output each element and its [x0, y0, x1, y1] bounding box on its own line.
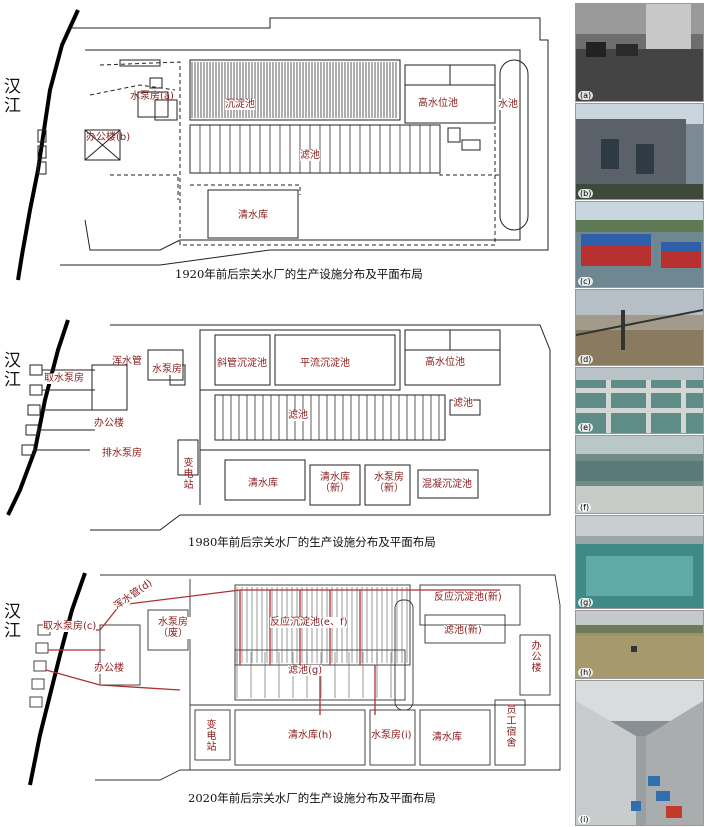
photo-a: (a) [575, 3, 704, 102]
plan-2020-drawing [28, 572, 561, 786]
label-clear-water-new: 清水库（新） [320, 472, 350, 494]
label-sedimentation: 沉淀池 [225, 99, 255, 110]
photo-f: (f) [575, 435, 704, 514]
river-label: 汉江 [4, 77, 21, 116]
label-coagulation: 混凝沉淀池 [422, 479, 472, 490]
label-reaction-sed: 反应沉淀池(e、f) [270, 617, 348, 628]
label-pump-house: 水泵房(a) [130, 91, 174, 102]
plan-1920-drawing [16, 9, 549, 281]
label-office-right: 办公楼 [531, 641, 542, 674]
label-pump-house-new: 水泵房（新） [374, 472, 404, 494]
label-water-tank: 水池 [498, 99, 518, 110]
label-clear-water: 清水库 [432, 732, 462, 743]
photo-label: (a) [578, 91, 594, 100]
label-small-filter: 滤池 [453, 398, 473, 409]
plan-2020: 汉江 取水泵房(c) 浑水管(d) 水泵房（废） 办公楼 反应沉淀池(e、f) … [0, 565, 565, 827]
label-office: 办公楼 [94, 418, 124, 429]
label-reaction-sed-new: 反应沉淀池(新) [434, 592, 502, 603]
river-label: 汉江 [4, 602, 21, 641]
photo-label: (h) [578, 668, 594, 677]
label-clear-water-h: 清水库(h) [288, 730, 333, 741]
caption-1920: 1920年前后宗关水厂的生产设施分布及平面布局 [175, 267, 423, 281]
label-clear-water: 清水库 [248, 478, 278, 489]
photo-label: (f) [578, 503, 592, 512]
label-pump-house-i: 水泵房(i) [371, 730, 412, 741]
label-clear-water: 清水库 [238, 210, 268, 221]
label-substation: 变电站 [183, 458, 194, 491]
plan-1980: 汉江 取水泵房 浑水管 水泵房 办公楼 排水泵房 变电站 斜管沉淀池 平流沉淀池… [0, 290, 565, 555]
label-drain-pump: 排水泵房 [102, 448, 142, 459]
river-label: 汉江 [4, 351, 21, 390]
label-pump-house: 水泵房 [152, 364, 182, 375]
photo-label: (e) [578, 423, 594, 432]
label-filter-g: 滤池(g) [288, 665, 323, 676]
photo-d: (d) [575, 289, 704, 366]
caption-2020: 2020年前后宗关水厂的生产设施分布及平面布局 [188, 791, 436, 805]
label-filter-new: 滤池(新) [444, 625, 482, 636]
label-pump-house-old: 水泵房（废） [153, 617, 193, 639]
photo-h: (h) [575, 610, 704, 679]
label-intake-pump: 取水泵房(c) [43, 621, 97, 632]
plan-1920: 汉江 水泵房(a) 办公楼(b) 沉淀池 高水位池 水池 滤池 清水库 1920… [0, 0, 565, 285]
label-intake-pump: 取水泵房 [44, 373, 84, 384]
photo-c: (c) [575, 201, 704, 288]
label-office: 办公楼 [94, 663, 124, 674]
plan-1980-drawing [6, 319, 551, 531]
label-office: 办公楼(b) [86, 132, 131, 143]
photo-e: (e) [575, 367, 704, 434]
label-substation: 变电站 [206, 720, 217, 753]
photo-label: (i) [578, 815, 591, 824]
label-drain-pipe: 浑水管 [112, 356, 142, 367]
photo-i: (i) [575, 680, 704, 826]
label-filter: 滤池 [300, 150, 320, 161]
photo-label: (c) [578, 277, 593, 286]
photo-label: (d) [578, 355, 594, 364]
label-horizontal-flow: 平流沉淀池 [300, 358, 350, 369]
label-high-tank: 高水位池 [418, 98, 458, 109]
photo-g: (g) [575, 515, 704, 609]
label-filter: 滤池 [288, 410, 308, 421]
label-inclined-tube: 斜管沉淀池 [217, 358, 267, 369]
label-high-tank: 高水位池 [425, 357, 465, 368]
photo-b: (b) [575, 103, 704, 200]
photo-label: (b) [578, 189, 594, 198]
caption-1980: 1980年前后宗关水厂的生产设施分布及平面布局 [188, 535, 436, 549]
label-staff-dorm: 员工宿舍 [506, 705, 517, 749]
photo-label: (g) [578, 598, 594, 607]
